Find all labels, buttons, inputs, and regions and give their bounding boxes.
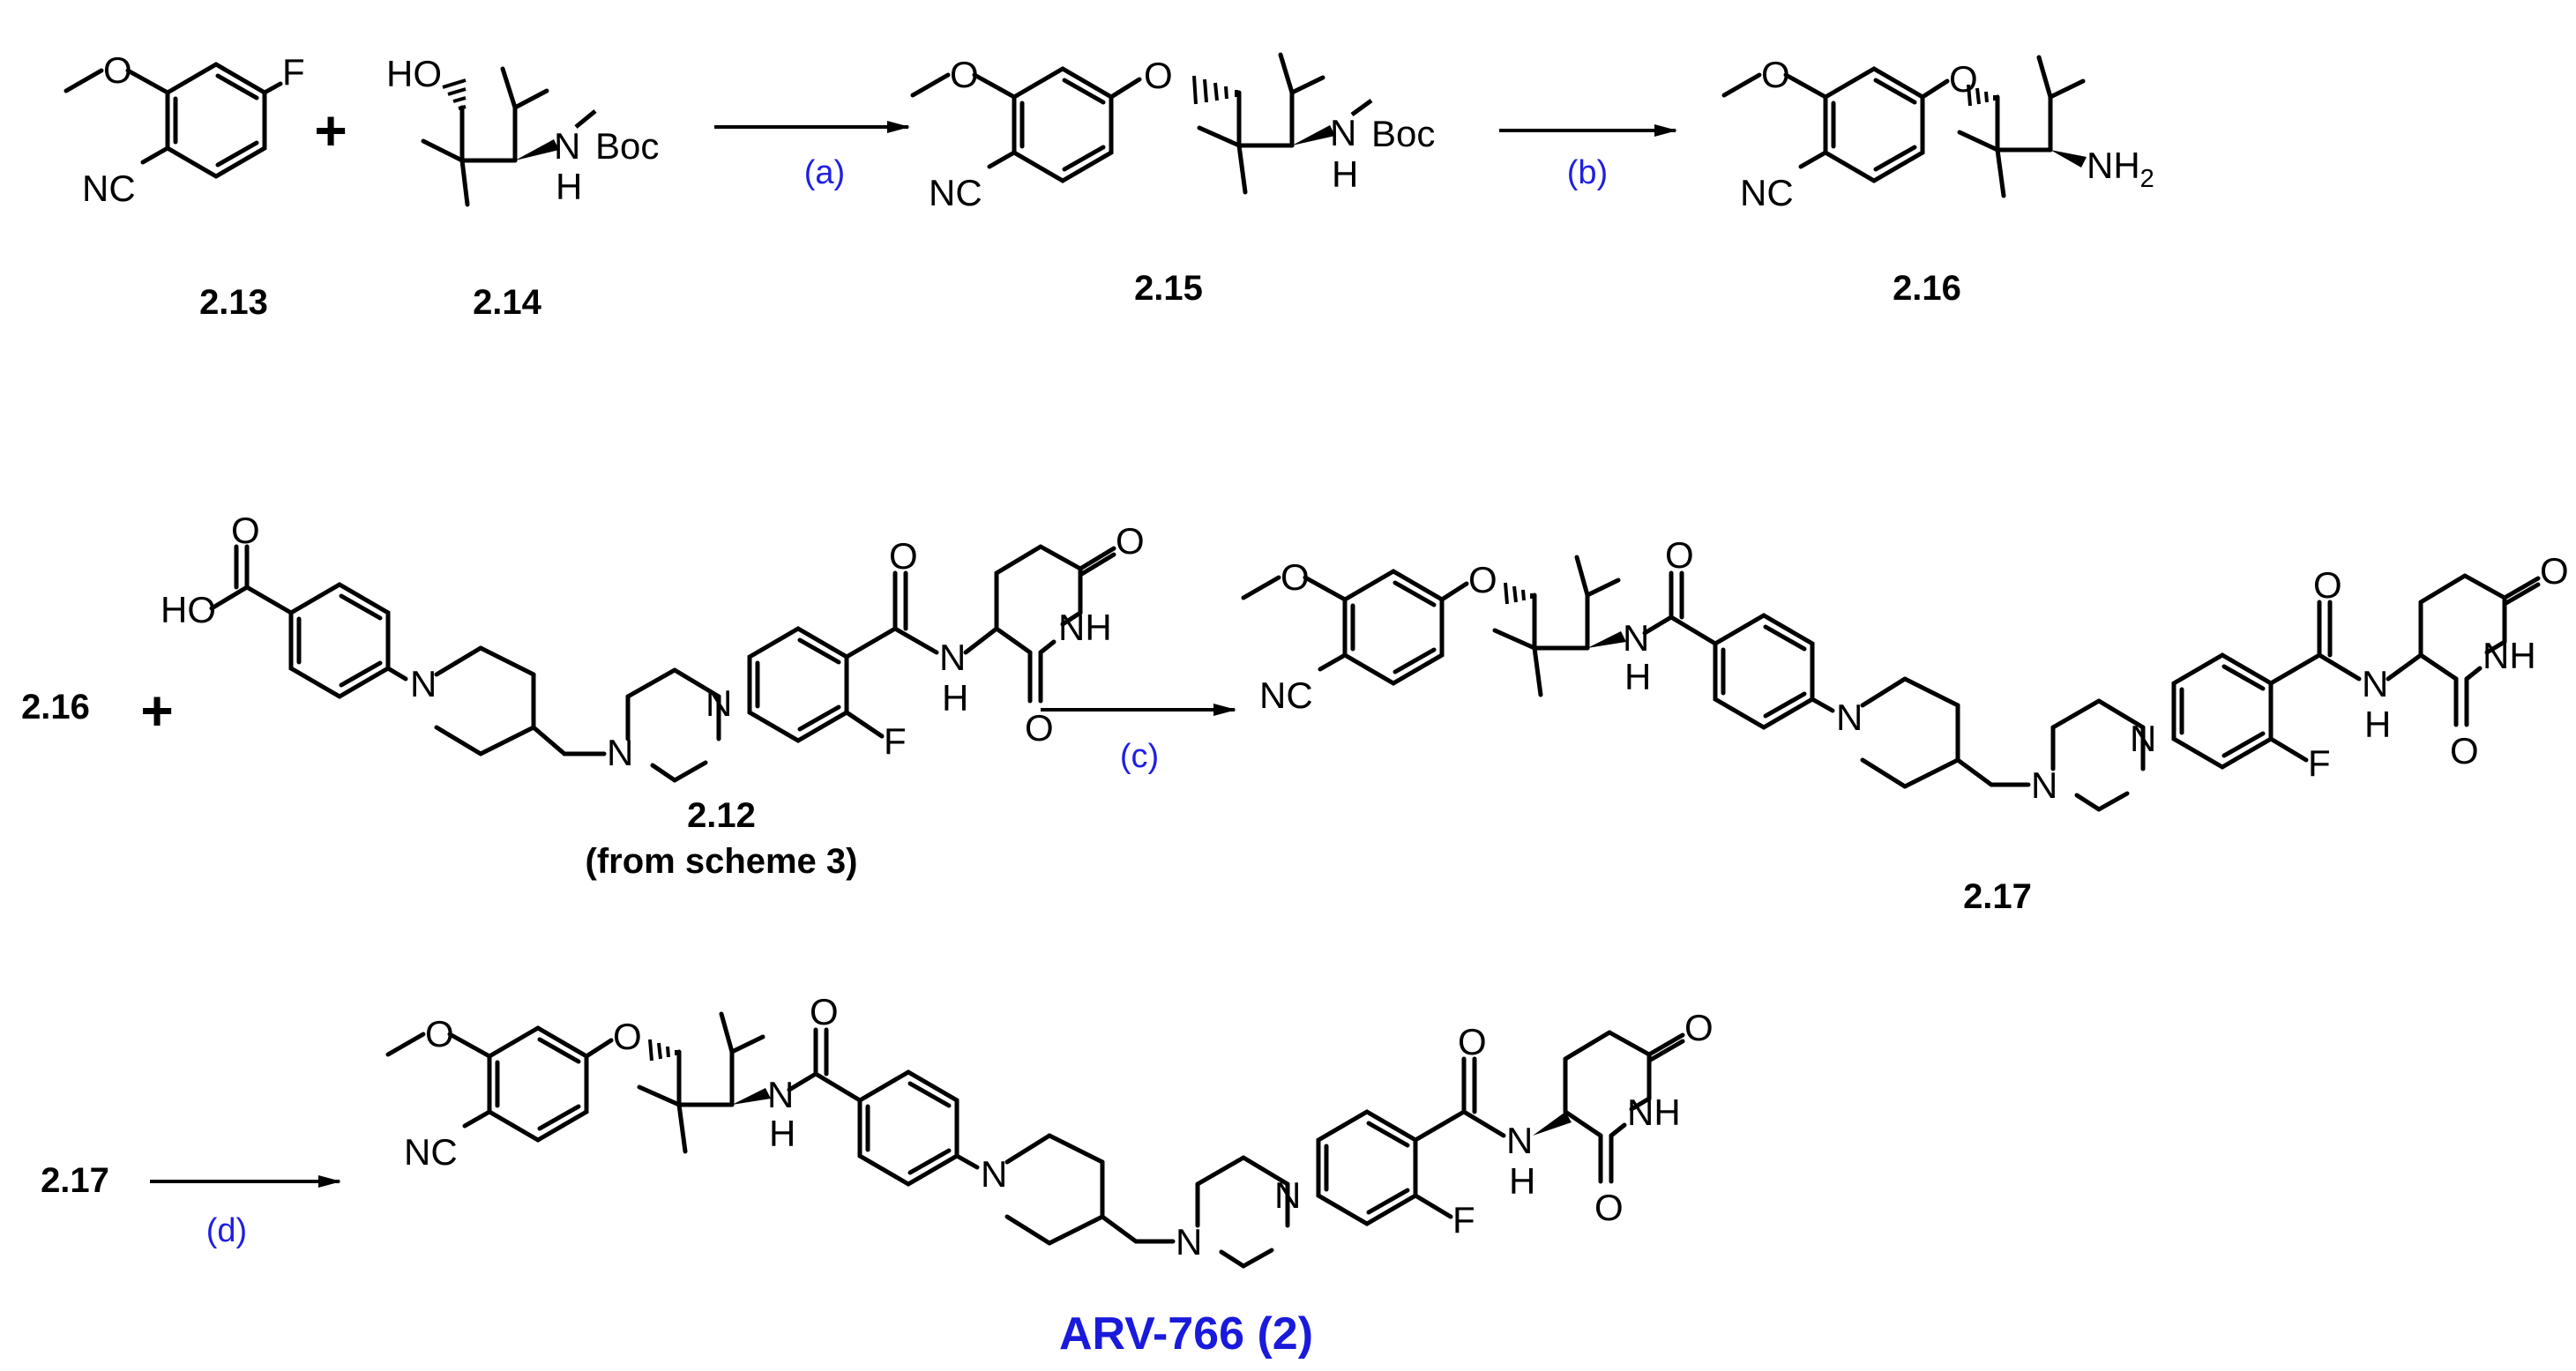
atom-nitrile: NC	[1259, 674, 1313, 716]
atom-oxygen: O	[1949, 58, 1978, 100]
atom-nitrogen: N	[1274, 1174, 1301, 1216]
atom-hydrogen: H	[2364, 704, 2391, 745]
atom-hydrogen: H	[556, 166, 582, 207]
atom-nitrogen: N	[2362, 663, 2388, 704]
atom-oxygen: O	[1761, 54, 1790, 95]
atom-oxygen: O	[1665, 534, 1694, 576]
atom-amine: NH2	[2087, 145, 2154, 193]
reagent-label-b: (b)	[1567, 154, 1608, 191]
atom-nitrogen: N	[706, 682, 732, 724]
atom-nh: NH	[2483, 635, 2536, 676]
compound-label-2-16-reactant: 2.16	[21, 688, 90, 726]
atom-nitrogen: N	[981, 1153, 1007, 1195]
compound-label-2-13: 2.13	[199, 283, 268, 322]
atom-nitrogen: N	[1330, 112, 1356, 153]
atom-nitrogen: N	[607, 732, 633, 773]
compound-label-2-15: 2.15	[1134, 269, 1203, 308]
atom-oxygen: O	[2450, 730, 2479, 771]
atom-oxygen: O	[1281, 556, 1310, 598]
atom-boc: Boc	[1371, 113, 1435, 154]
compound-label-2-16: 2.16	[1893, 269, 1961, 308]
atom-oxygen: O	[2313, 564, 2342, 606]
compound-note-2-12: (from scheme 3)	[586, 842, 858, 881]
atom-nitrogen: N	[410, 663, 437, 704]
atom-nitrogen: N	[1176, 1221, 1202, 1263]
compound-2-12-atoms: O HO N N N F O N H NH O O	[161, 510, 1145, 773]
atom-oxygen: O	[1468, 559, 1497, 600]
atom-nitrogen: N	[554, 125, 580, 167]
final-product-structure	[385, 1011, 1685, 1269]
atom-nitrile: NC	[404, 1131, 458, 1173]
atom-oxygen: O	[613, 1016, 642, 1057]
atom-nitrogen: N	[767, 1074, 794, 1115]
reagent-label-d: (d)	[206, 1212, 247, 1249]
atom-fluorine: F	[282, 51, 305, 93]
plus-sign: +	[314, 99, 347, 162]
atom-fluorine: F	[1452, 1199, 1475, 1241]
atom-oxygen: O	[2540, 550, 2569, 592]
atom-boc: Boc	[595, 125, 659, 167]
compound-2-15-atoms: O O NC N H Boc	[929, 54, 1435, 213]
atom-oxygen: O	[1684, 1007, 1714, 1048]
atom-nitrile: NC	[929, 172, 982, 213]
compound-2-15-stereo	[1192, 75, 1373, 145]
compound-2-17-atoms: O O NC N H O N N N F O N H NH O O	[1259, 534, 2569, 806]
atom-oxygen: O	[425, 1013, 454, 1054]
compound-2-14-atoms: HO N H Boc	[386, 53, 659, 207]
compound-2-17-structure	[1241, 555, 2541, 812]
atom-hydrogen: H	[1332, 153, 1358, 195]
compound-label-2-17-reactant: 2.17	[41, 1161, 109, 1200]
atom-fluorine: F	[2308, 742, 2331, 784]
final-product-stereo	[648, 1039, 1572, 1136]
atom-oxygen: O	[1458, 1021, 1487, 1062]
atom-oxygen: O	[231, 510, 260, 551]
atom-nitrogen: N	[2130, 718, 2156, 759]
compound-2-15-structure	[910, 52, 1325, 195]
compound-label-2-17: 2.17	[1963, 877, 2032, 916]
reagent-label-a: (a)	[804, 154, 845, 191]
atom-hydrogen: H	[1509, 1160, 1535, 1202]
compound-2-13-structure	[63, 62, 283, 179]
compound-2-16-atoms: O O NC NH2	[1740, 54, 2154, 213]
atom-oxygen: O	[889, 535, 918, 577]
atom-oxygen: O	[1144, 55, 1173, 96]
compound-2-17-stereo	[1504, 582, 1626, 648]
atom-fluorine: F	[884, 720, 907, 762]
atom-oxygen: O	[950, 54, 979, 95]
atom-nitrile: NC	[1740, 172, 1794, 213]
atom-nitrogen: N	[939, 637, 966, 678]
compound-2-14-stereo	[442, 78, 597, 160]
atom-oxygen: O	[1116, 520, 1145, 562]
atom-nitrogen: N	[1506, 1120, 1533, 1161]
compound-label-2-14: 2.14	[473, 283, 542, 322]
reagent-label-c: (c)	[1120, 738, 1159, 775]
final-product-atoms: O O NC N H O N N N F O N H NH O O	[404, 991, 1714, 1263]
atom-nh: NH	[1627, 1092, 1681, 1133]
atom-oxygen: O	[1025, 707, 1054, 749]
atom-nh: NH	[1058, 607, 1112, 648]
compound-2-14-structure	[421, 66, 549, 207]
atom-hydrogen: H	[942, 677, 968, 719]
atom-nitrogen: N	[1836, 697, 1863, 738]
atom-nitrile: NC	[82, 168, 136, 209]
atom-hydrogen: H	[1624, 656, 1651, 697]
final-product-label: ARV-766 (2)	[1059, 1308, 1313, 1360]
compound-2-12-structure	[209, 544, 1116, 783]
compound-2-13-atoms: O F NC	[82, 49, 305, 209]
atom-oxygen: O	[1594, 1187, 1624, 1228]
atom-hydrogen: H	[769, 1113, 795, 1154]
atom-hydroxyl: HO	[161, 589, 216, 630]
compound-2-16-stereo	[1967, 84, 2087, 168]
atom-oxygen: O	[810, 991, 839, 1032]
atom-oxygen: O	[103, 49, 132, 91]
atom-nitrogen: N	[1623, 617, 1649, 659]
atom-hydroxyl: HO	[386, 53, 442, 94]
compound-2-16-structure	[1721, 55, 2086, 198]
atom-nitrogen: N	[2031, 764, 2057, 806]
plus-sign: +	[140, 679, 173, 742]
compound-label-2-12: 2.12	[687, 796, 756, 835]
